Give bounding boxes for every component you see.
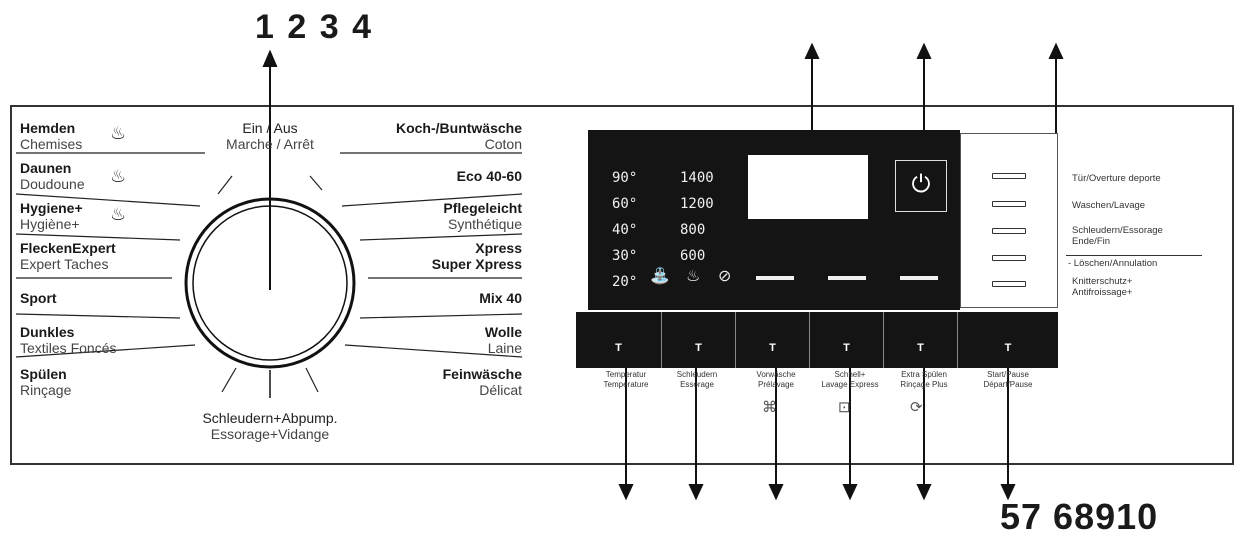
- led-anticrease-label: Knitterschutz+Antifroissage+: [1072, 276, 1133, 298]
- quick-button-label: Schnell+Lavage Express: [821, 370, 879, 389]
- status-led-panel: [960, 133, 1058, 308]
- rinse-icon: ⟳: [910, 399, 923, 416]
- tap-icon: ⛲: [650, 268, 670, 285]
- control-panel: [10, 105, 1234, 465]
- indicator-dash: [756, 276, 794, 280]
- start-pause-button[interactable]: T: [1004, 342, 1012, 354]
- spin-button[interactable]: T: [662, 312, 736, 368]
- lock-icon: ⊡: [838, 399, 851, 416]
- status-led: [992, 228, 1026, 234]
- program-eco[interactable]: Eco 40-60: [456, 168, 522, 184]
- hand-wash-icon: ♨: [110, 123, 127, 143]
- dial-on-off-label: Ein / Aus Marche / Arrêt: [226, 120, 314, 152]
- power-icon[interactable]: ⏻: [895, 160, 947, 212]
- status-led: [992, 201, 1026, 207]
- option-button-row: T T T T T T: [576, 312, 1058, 368]
- bottom-callout-numbers: 57 68910: [1000, 496, 1159, 537]
- time-display-window: [748, 155, 868, 219]
- no-spin-icon: ⊘: [718, 268, 732, 285]
- indicator-dash: [900, 276, 938, 280]
- temperature-button[interactable]: T: [576, 312, 662, 368]
- program-hygiene[interactable]: Hygiene+Hygiène+: [20, 200, 83, 232]
- led-wash-label: Waschen/Lavage: [1072, 200, 1146, 211]
- dial-spin-drain-label: Schleudern+Abpump. Essorage+Vidange: [202, 410, 338, 442]
- hand-wash-icon: ♨: [110, 204, 127, 224]
- program-dial: [184, 197, 356, 369]
- status-led: [992, 255, 1026, 261]
- program-sport[interactable]: Sport: [20, 290, 57, 306]
- status-led: [992, 281, 1026, 287]
- indicator-dash: [828, 276, 866, 280]
- spin-icon: ♨: [686, 268, 701, 285]
- program-mix[interactable]: Mix 40: [479, 290, 522, 306]
- prewash-button[interactable]: T: [736, 312, 810, 368]
- hand-wash-icon: ♨: [110, 166, 127, 186]
- extra-rinse-button[interactable]: T: [884, 312, 958, 368]
- spin-speed-list: 1400 1200 800 600: [680, 170, 714, 264]
- top-callout-numbers: 1 2 3 4: [255, 8, 373, 46]
- temperature-list: 90° 60° 40° 30° 20°: [612, 170, 638, 290]
- prewash-icon: ⌘: [762, 399, 777, 416]
- led-cancel-label: - Löschen/Annulation: [1068, 258, 1158, 269]
- led-door-label: Tür/Overture deporte: [1072, 173, 1161, 184]
- status-led: [992, 173, 1026, 179]
- led-divider: [1066, 255, 1202, 256]
- quick-button[interactable]: T: [810, 312, 884, 368]
